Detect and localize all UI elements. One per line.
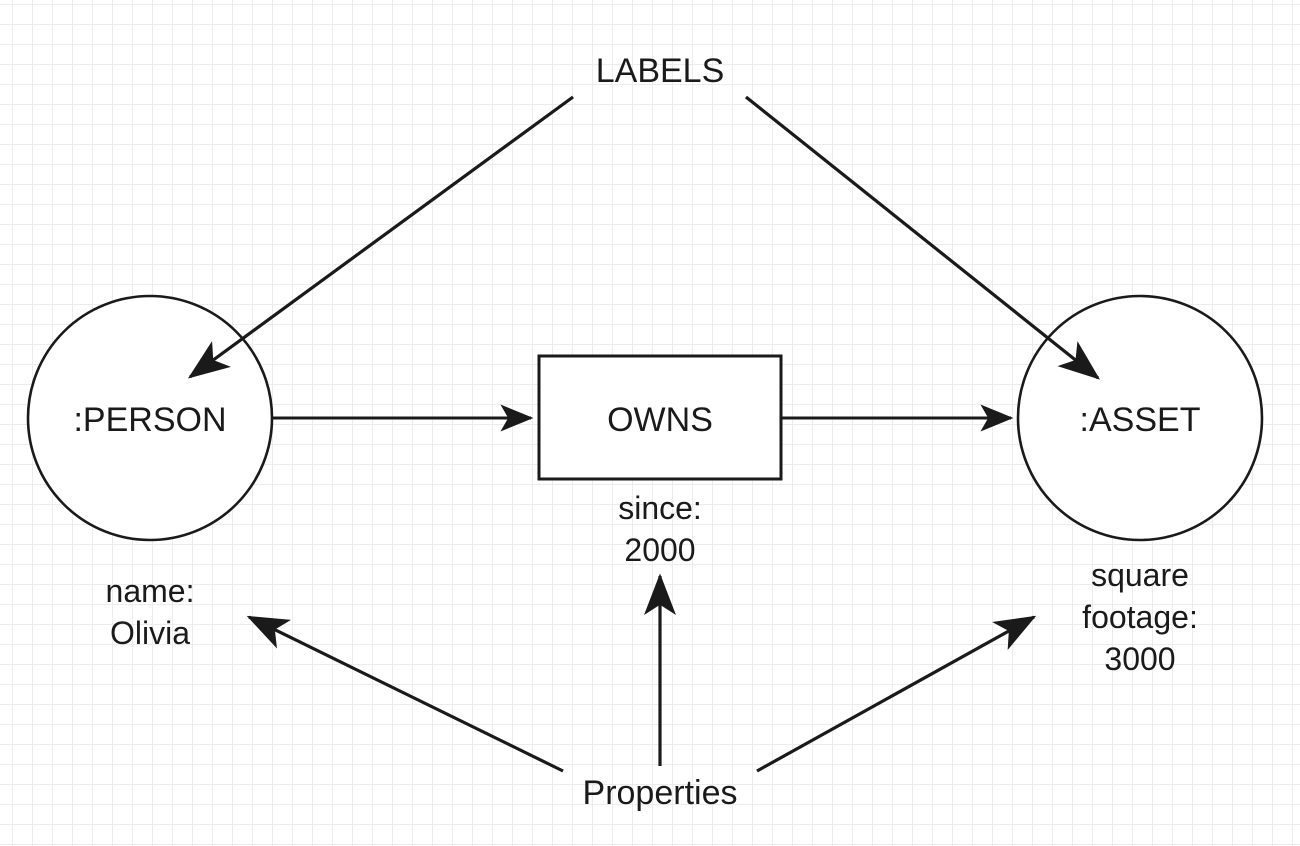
relationship-owns-label: OWNS: [607, 401, 713, 439]
node-asset-label: :ASSET: [1079, 401, 1201, 439]
node-asset-properties: square footage: 3000: [1082, 557, 1198, 678]
legend-labels: LABELS: [595, 52, 725, 90]
node-person-properties: name: Olivia: [105, 573, 195, 652]
annotation-properties-to-asset-props: [756, 615, 1037, 773]
annotation-labels-to-asset: [745, 95, 1101, 380]
node-person-label: :PERSON: [73, 401, 227, 439]
annotation-labels-to-person: [187, 95, 574, 379]
annotation-properties-to-person-props: [246, 615, 564, 773]
legend-properties: Properties: [582, 774, 738, 812]
relationship-owns-box[interactable]: [537, 354, 783, 481]
relationship-owns-properties: since: 2000: [618, 490, 702, 569]
